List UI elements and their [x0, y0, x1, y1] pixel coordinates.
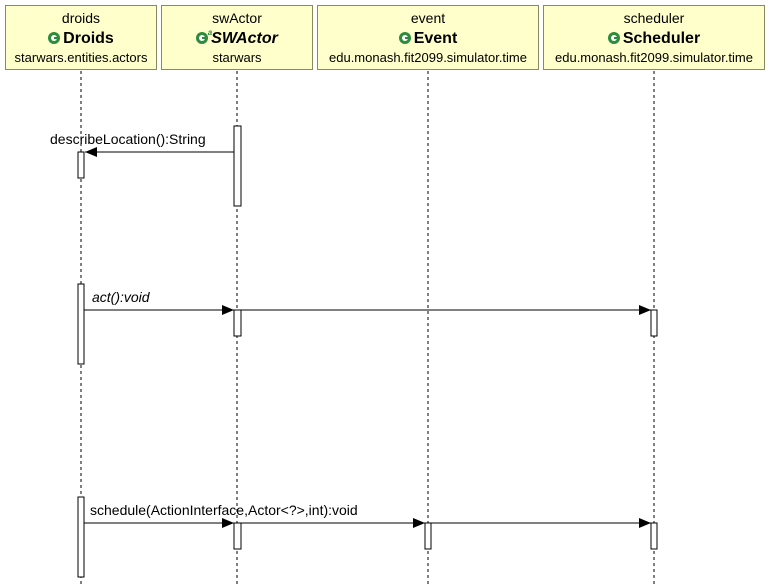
activation-bar-scheduler[interactable] [650, 309, 658, 337]
message-label-schedule: schedule(ActionInterface,Actor<?>,int):v… [90, 502, 358, 518]
lifeline-instance-name: droids [61, 10, 101, 26]
activation-bar-swactor[interactable] [233, 125, 242, 207]
activation-bar-event[interactable] [424, 522, 432, 550]
lifeline-instance-name: scheduler [623, 10, 685, 26]
lifeline-box-scheduler[interactable]: scheduler Scheduler edu.monash.fit2099.s… [543, 5, 765, 70]
activation-bar-swactor[interactable] [233, 522, 242, 550]
lifeline-package: edu.monash.fit2099.simulator.time [329, 50, 527, 65]
lifeline-class-name: Scheduler [544, 29, 764, 48]
lifeline-instance-name: swActor [212, 10, 262, 26]
activation-bar-droids[interactable] [77, 151, 85, 179]
lifeline-instance-name: event [410, 10, 446, 26]
activation-bar-swactor[interactable] [233, 309, 242, 337]
lifeline-package: starwars [212, 50, 262, 65]
activation-bar-droids[interactable] [77, 283, 85, 365]
activation-bar-scheduler[interactable] [650, 522, 658, 550]
message-label-act: act():void [92, 289, 150, 305]
class-icon [398, 32, 411, 44]
abstract-class-icon: a [196, 29, 212, 44]
lifeline-class-name: Droids [6, 29, 156, 48]
class-icon [48, 32, 61, 44]
lifeline-box-event[interactable]: event Event edu.monash.fit2099.simulator… [317, 5, 539, 70]
class-icon [607, 32, 620, 44]
lifeline-class-name: Event [318, 29, 538, 48]
message-label-describe-location: describeLocation():String [50, 131, 206, 147]
lifeline-box-droids[interactable]: droids Droids starwars.entities.actors [5, 5, 157, 70]
lifeline-package: edu.monash.fit2099.simulator.time [555, 50, 753, 65]
activation-bar-droids[interactable] [77, 496, 85, 578]
lifeline-package: starwars.entities.actors [14, 50, 148, 65]
